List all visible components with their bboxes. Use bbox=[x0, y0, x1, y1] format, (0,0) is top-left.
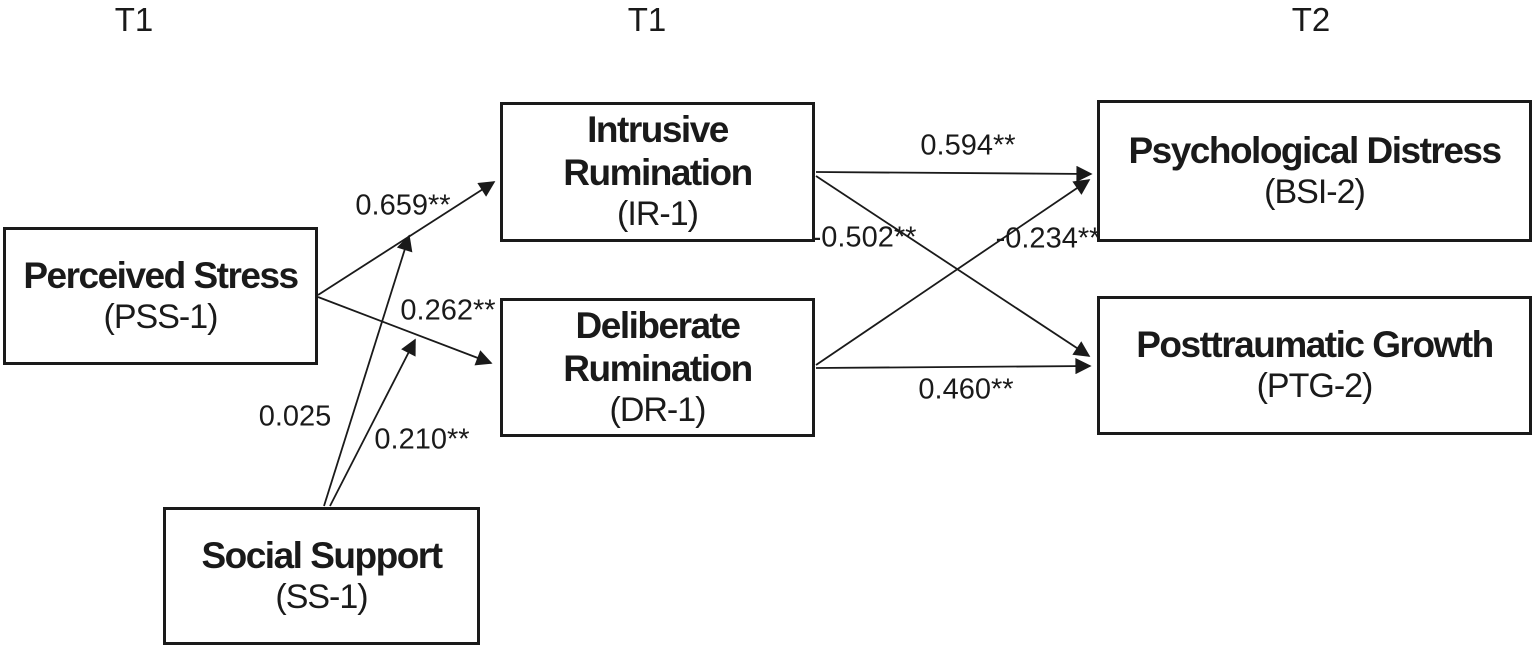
time-label-t1-left: T1 bbox=[114, 1, 154, 38]
node-intrusive-rumination: Intrusive Rumination (IR-1) bbox=[500, 102, 815, 242]
node-deliberate-rumination: Deliberate Rumination (DR-1) bbox=[500, 298, 815, 437]
node-perceived-stress: Perceived Stress (PSS-1) bbox=[3, 227, 318, 365]
node-perceived-stress-title: Perceived Stress bbox=[23, 254, 299, 296]
node-intrusive-rumination-subtitle: (IR-1) bbox=[617, 195, 699, 234]
node-social-support: Social Support (SS-1) bbox=[163, 507, 480, 645]
coefficient-dr-to-ptg: 0.460** bbox=[918, 373, 1014, 406]
node-perceived-stress-subtitle: (PSS-1) bbox=[103, 297, 219, 336]
coefficient-ir-to-pd: 0.594** bbox=[920, 129, 1016, 162]
coefficient-ss-to-dr: 0.210** bbox=[374, 423, 470, 456]
coefficient-ss-to-ir: 0.025 bbox=[258, 400, 332, 433]
coefficient-ir-to-ptg: -0.502** bbox=[811, 221, 917, 254]
time-label-t2-right: T2 bbox=[1291, 1, 1331, 38]
time-label-t1-middle: T1 bbox=[627, 1, 667, 38]
node-deliberate-rumination-title: Deliberate Rumination bbox=[563, 304, 753, 389]
node-posttraumatic-growth: Posttraumatic Growth (PTG-2) bbox=[1097, 296, 1532, 435]
node-psychological-distress: Psychological Distress (BSI-2) bbox=[1097, 100, 1532, 242]
arrow-ir-to-ptg bbox=[815, 175, 1091, 357]
node-intrusive-rumination-title: Intrusive Rumination bbox=[563, 109, 753, 194]
arrow-pss-to-dr bbox=[317, 296, 493, 366]
node-psychological-distress-title: Psychological Distress bbox=[1128, 129, 1502, 171]
node-posttraumatic-growth-subtitle: (PTG-2) bbox=[1256, 367, 1374, 406]
node-posttraumatic-growth-title: Posttraumatic Growth bbox=[1136, 324, 1494, 366]
arrow-ss-to-dr bbox=[329, 338, 416, 507]
coefficient-dr-to-pd: -0.234** bbox=[995, 222, 1101, 255]
arrow-ss-to-ir bbox=[323, 234, 413, 507]
arrow-dr-to-pd bbox=[815, 179, 1091, 366]
arrow-ir-to-pd bbox=[815, 165, 1093, 182]
node-social-support-title: Social Support bbox=[201, 534, 443, 576]
coefficient-pss-to-ir: 0.659** bbox=[355, 189, 451, 222]
coefficient-pss-to-dr: 0.262** bbox=[400, 294, 496, 327]
arrow-dr-to-ptg bbox=[815, 358, 1092, 375]
node-deliberate-rumination-subtitle: (DR-1) bbox=[609, 390, 707, 429]
node-social-support-subtitle: (SS-1) bbox=[275, 577, 368, 616]
node-psychological-distress-subtitle: (BSI-2) bbox=[1264, 172, 1366, 211]
